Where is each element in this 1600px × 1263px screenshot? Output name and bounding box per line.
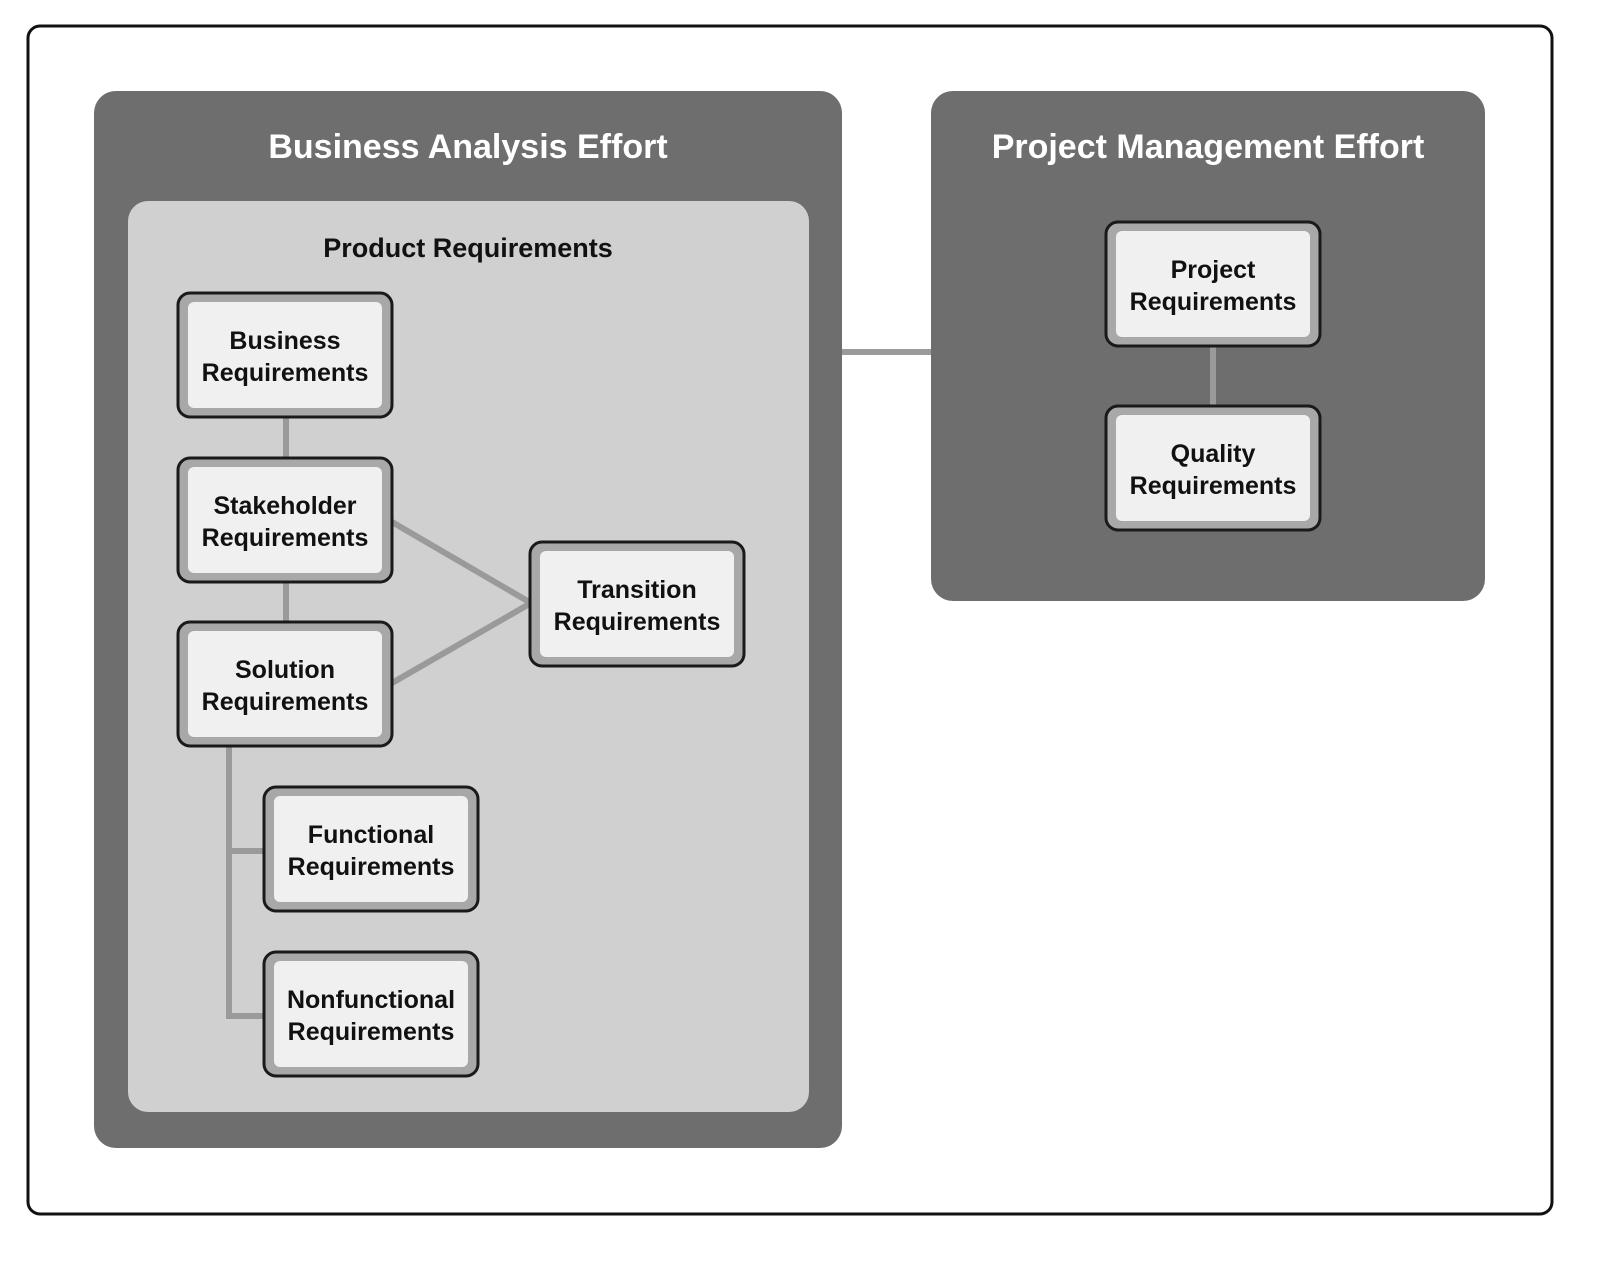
node-project-requirements: Project Requirements [1104, 220, 1322, 348]
connector-solution-subtypes [226, 745, 265, 1019]
node-stakeholder-line2: Requirements [202, 524, 369, 552]
connector-stakeholder-transition [390, 519, 533, 606]
node-stakeholder-requirements: Stakeholder Requirements [176, 456, 394, 584]
connector-solution-transition [390, 600, 533, 686]
project-management-title: Project Management Effort [992, 128, 1425, 166]
node-nonfunctional-line1: Nonfunctional [287, 986, 455, 1014]
node-transition-line1: Transition [577, 576, 696, 604]
node-business-line2: Requirements [202, 359, 369, 387]
node-transition-line2: Requirements [554, 608, 721, 636]
node-functional-line1: Functional [308, 821, 434, 849]
node-functional-requirements: Functional Requirements [262, 785, 480, 913]
node-solution-requirements: Solution Requirements [176, 620, 394, 748]
node-quality-requirements: Quality Requirements [1104, 404, 1322, 532]
node-solution-line2: Requirements [202, 688, 369, 716]
node-nonfunctional-requirements: Nonfunctional Requirements [262, 950, 480, 1078]
node-quality-line2: Requirements [1130, 472, 1297, 500]
product-requirements-title: Product Requirements [323, 233, 613, 263]
business-analysis-title: Business Analysis Effort [268, 128, 667, 166]
node-stakeholder-line1: Stakeholder [213, 492, 356, 520]
connectors [226, 345, 1216, 1019]
node-business-requirements: Business Requirements [176, 291, 394, 419]
node-business-line1: Business [229, 327, 340, 355]
node-project-line2: Requirements [1130, 288, 1297, 316]
node-transition-requirements: Transition Requirements [528, 540, 746, 668]
node-functional-line2: Requirements [288, 853, 455, 881]
node-nonfunctional-line2: Requirements [288, 1018, 455, 1046]
node-solution-line1: Solution [235, 656, 335, 684]
node-quality-line1: Quality [1171, 440, 1256, 468]
node-project-line1: Project [1171, 256, 1256, 284]
